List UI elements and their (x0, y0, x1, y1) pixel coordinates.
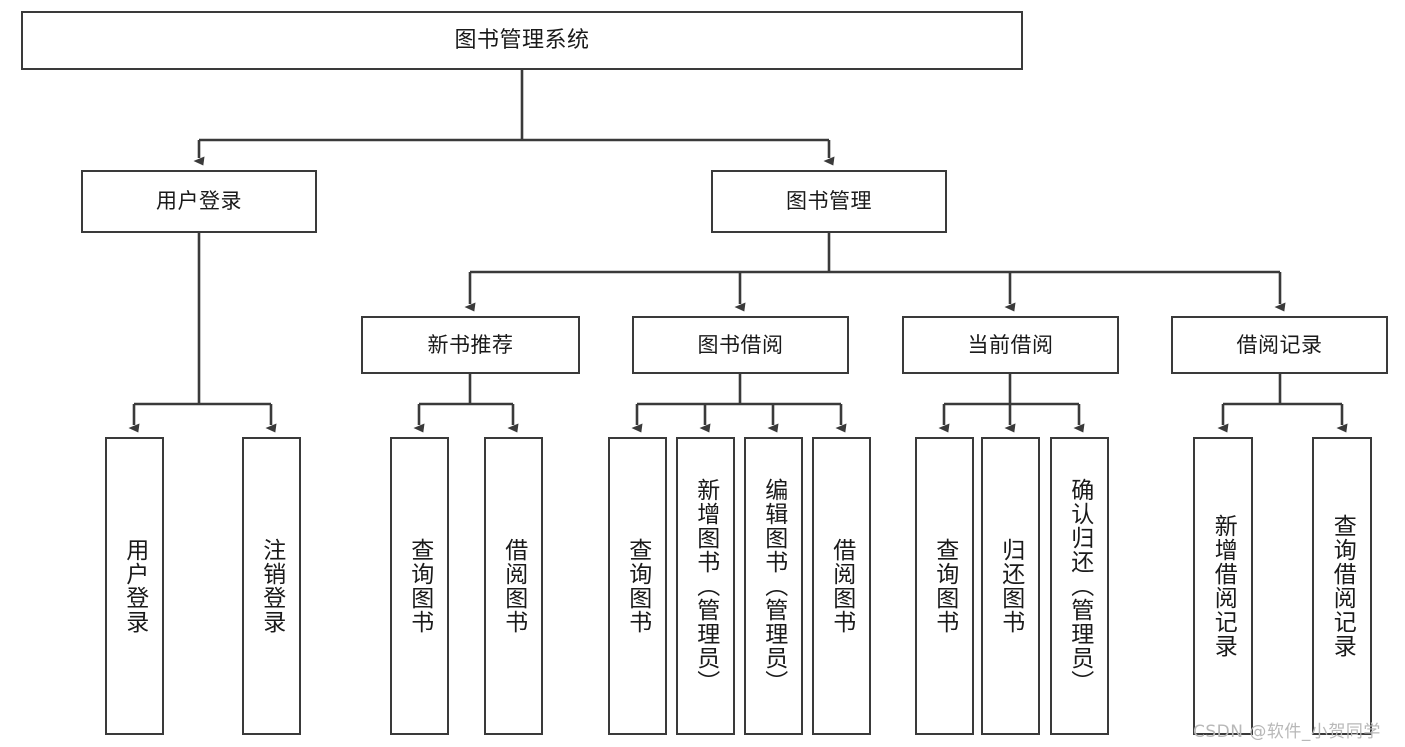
leaf-borrow-edit-book-admin[interactable]: 编辑图书（管理员） (744, 437, 803, 735)
leaf-current-query-book[interactable]: 查询图书 (915, 437, 974, 735)
node-book-management[interactable]: 图书管理 (711, 170, 947, 233)
node-root-system[interactable]: 图书管理系统 (21, 11, 1023, 70)
leaf-borrow-borrow-book[interactable]: 借阅图书 (812, 437, 871, 735)
leaf-user-login-logout[interactable]: 注销登录 (242, 437, 301, 735)
node-current-borrow[interactable]: 当前借阅 (902, 316, 1119, 374)
leaf-recommend-query-book[interactable]: 查询图书 (390, 437, 449, 735)
leaf-label: 新增图书（管理员） (692, 478, 719, 694)
leaf-borrow-add-book-admin[interactable]: 新增图书（管理员） (676, 437, 735, 735)
leaf-label: 新增借阅记录 (1210, 514, 1237, 658)
node-label: 用户登录 (156, 189, 242, 213)
leaf-label: 借阅图书 (500, 538, 527, 634)
leaf-current-confirm-return-admin[interactable]: 确认归还（管理员） (1050, 437, 1109, 735)
leaf-label: 查询借阅记录 (1329, 514, 1356, 658)
node-borrow-records[interactable]: 借阅记录 (1171, 316, 1388, 374)
leaf-label: 借阅图书 (828, 538, 855, 634)
node-label: 新书推荐 (427, 332, 514, 357)
node-label: 当前借阅 (967, 332, 1054, 357)
leaf-label: 用户登录 (121, 538, 148, 634)
leaf-records-query-record[interactable]: 查询借阅记录 (1312, 437, 1372, 735)
leaf-label: 归还图书 (997, 538, 1024, 634)
csdn-watermark: CSDN @软件_小贺同学 (1193, 717, 1381, 742)
leaf-borrow-query-book[interactable]: 查询图书 (608, 437, 667, 735)
node-label: 图书借阅 (697, 332, 784, 357)
node-label: 图书管理 (786, 189, 872, 213)
leaf-label: 编辑图书（管理员） (760, 478, 787, 694)
leaf-current-return-book[interactable]: 归还图书 (981, 437, 1040, 735)
leaf-user-login-login[interactable]: 用户登录 (105, 437, 164, 735)
leaf-label: 确认归还（管理员） (1066, 478, 1093, 694)
leaf-label: 查询图书 (406, 538, 433, 634)
node-label: 借阅记录 (1236, 332, 1323, 357)
node-book-borrow[interactable]: 图书借阅 (632, 316, 849, 374)
leaf-label: 查询图书 (624, 538, 651, 634)
leaf-label: 查询图书 (931, 538, 958, 634)
leaf-label: 注销登录 (258, 538, 285, 634)
node-user-login[interactable]: 用户登录 (81, 170, 317, 233)
leaf-records-add-record[interactable]: 新增借阅记录 (1193, 437, 1253, 735)
leaf-recommend-borrow-book[interactable]: 借阅图书 (484, 437, 543, 735)
node-new-book-recommend[interactable]: 新书推荐 (361, 316, 580, 374)
watermark-text: CSDN @软件_小贺同学 (1193, 722, 1381, 742)
node-label: 图书管理系统 (454, 27, 590, 53)
